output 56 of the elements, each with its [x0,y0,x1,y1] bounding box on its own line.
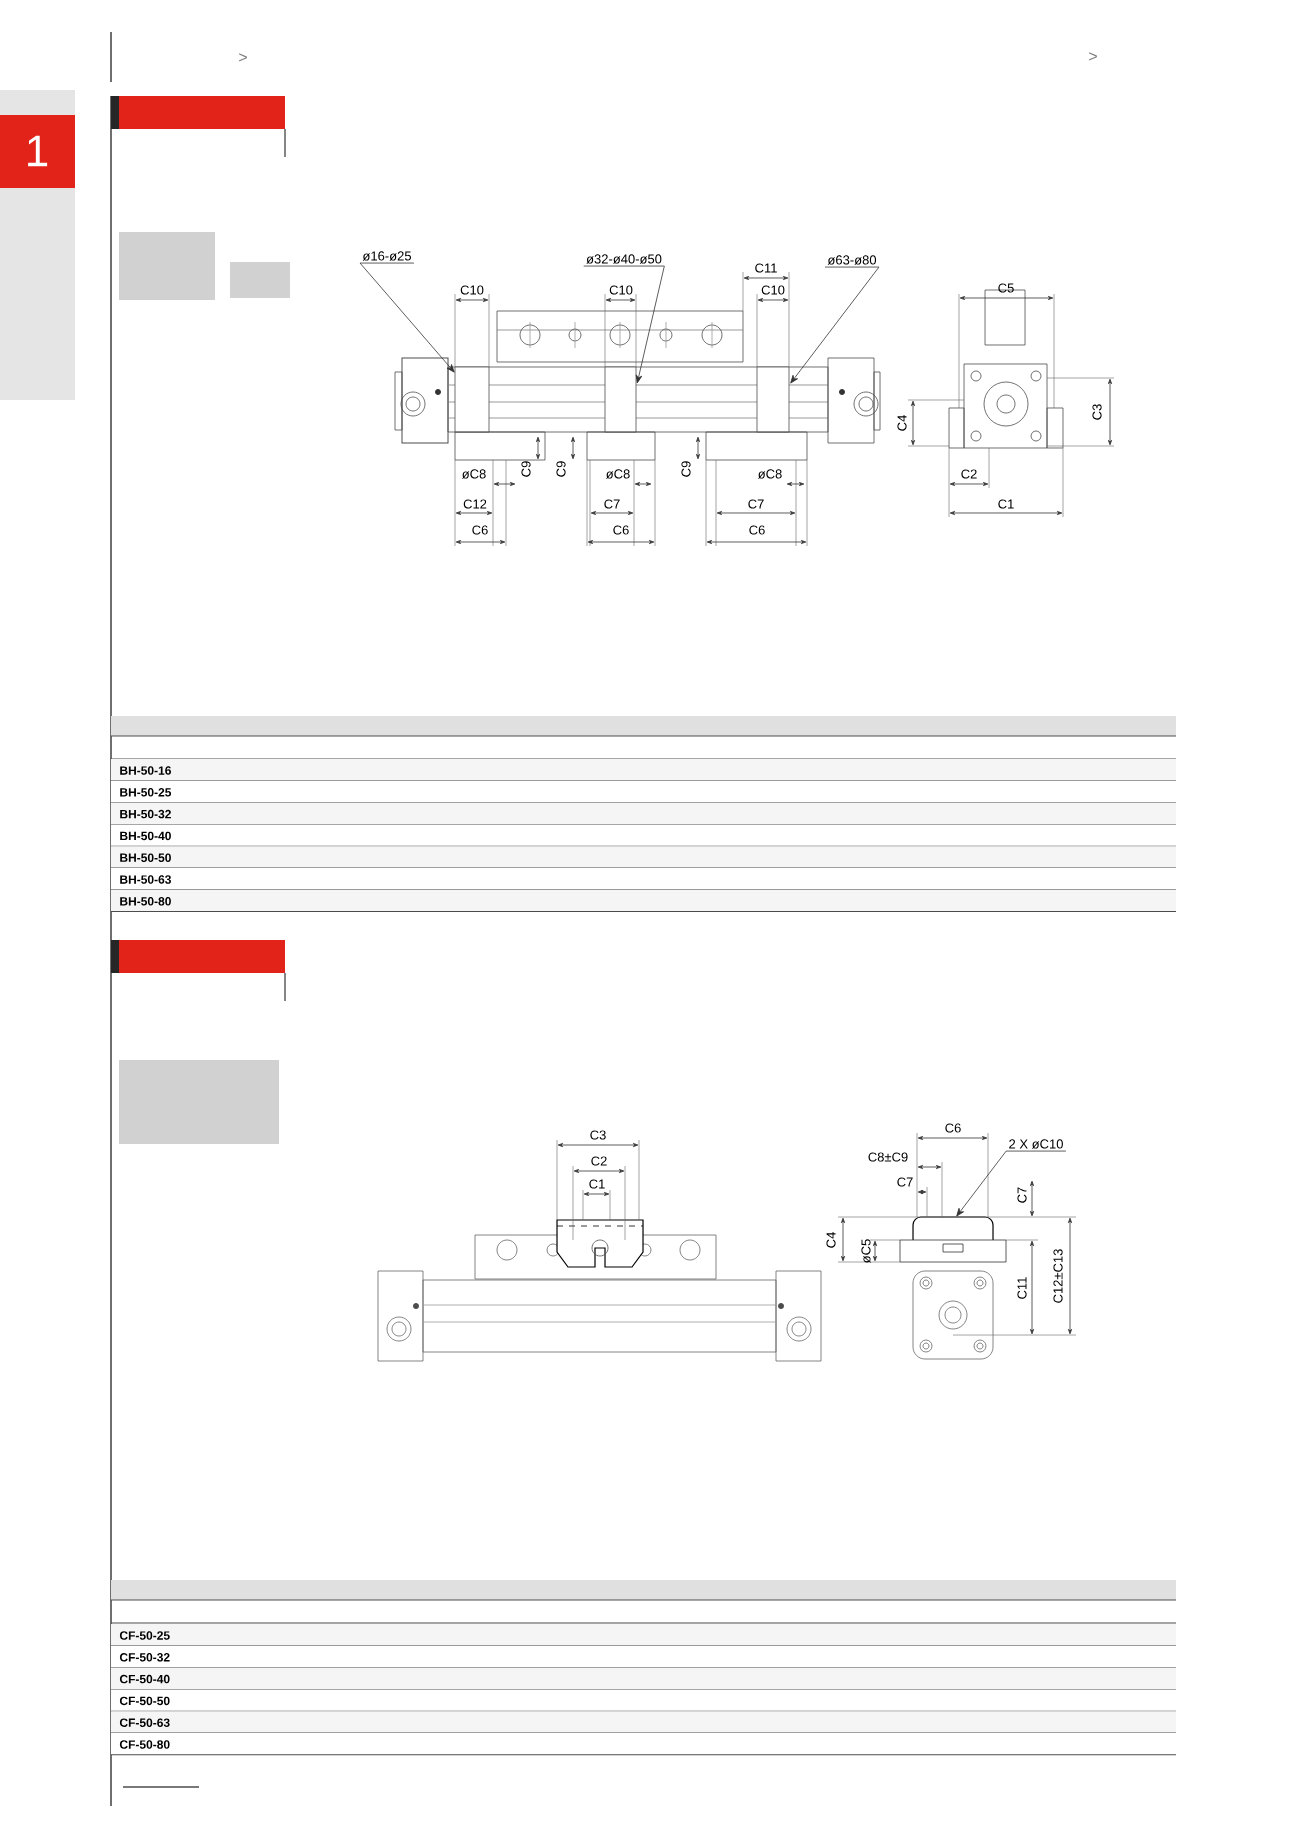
table-row: BH-50-40 [110,824,1177,847]
dimension-label: øC5 [861,1239,871,1263]
dimension-label: C1 [589,1179,605,1189]
dimension-label: C5 [998,283,1014,293]
dimension-label: C12±C13 [1053,1249,1063,1303]
dimension-label: C4 [897,415,907,431]
breadcrumb-arrow: > [1089,52,1097,61]
dimension-label: C8±C9 [868,1152,908,1162]
table-row: CF-50-63 [110,1711,1177,1734]
dimension-label: C6 [472,525,488,535]
dimension-label: C2 [591,1156,607,1166]
dimension-label: C10 [761,285,785,295]
leader-label: ø32-ø40-ø50 [586,254,662,264]
leader-label: 2 X øC10 [1009,1139,1063,1149]
dimension-label: C6 [945,1123,961,1133]
dimension-label: C9 [521,461,531,477]
dimension-label: C6 [749,525,765,535]
dimension-label: C12 [463,499,487,509]
leader-line [956,1150,1067,1217]
dimension-label: C10 [460,285,484,295]
table-row: BH-50-80 [110,889,1177,913]
table-row: BH-50-50 [110,846,1177,869]
dimension-label: C7 [1017,1187,1027,1203]
dimension-label: øC8 [462,469,486,479]
table-row: CF-50-80 [110,1733,1177,1756]
table-row: CF-50-25 [110,1624,1177,1647]
breadcrumb-arrow: > [239,53,247,62]
dimension-label: C7 [604,499,620,509]
dimension-label: C3 [1092,404,1102,420]
table-row: CF-50-40 [110,1667,1177,1690]
table-row: CF-50-50 [110,1689,1177,1712]
dimension-label: C11 [1017,1277,1027,1299]
dimension-label: øC8 [758,469,782,479]
dimension-label: C7 [897,1177,913,1187]
table-row: CF-50-32 [110,1645,1177,1669]
leader-line [359,262,455,373]
table-row: BH-50-25 [110,780,1177,804]
dimension-label: C4 [826,1232,836,1248]
dimension-label: C9 [681,461,691,477]
dimension-label: øC8 [606,469,630,479]
dimension-label: C3 [590,1130,606,1140]
table-row: BH-50-32 [110,802,1177,825]
leader-label: ø63-ø80 [827,255,877,265]
dimension-label: C10 [609,285,633,295]
dimension-label: C1 [998,499,1014,509]
dimension-label: C9 [556,461,566,477]
table-row: BH-50-63 [110,868,1177,891]
chapter-number: 1 [28,135,48,167]
leader-line [583,265,665,384]
leader-line [790,266,880,384]
dimension-label: C7 [748,499,764,509]
leader-label: ø16-ø25 [362,251,411,261]
dimension-label: C6 [613,525,629,535]
dimension-label: C2 [961,469,977,479]
dimension-label: C11 [755,263,777,273]
table-row: BH-50-16 [110,759,1177,782]
